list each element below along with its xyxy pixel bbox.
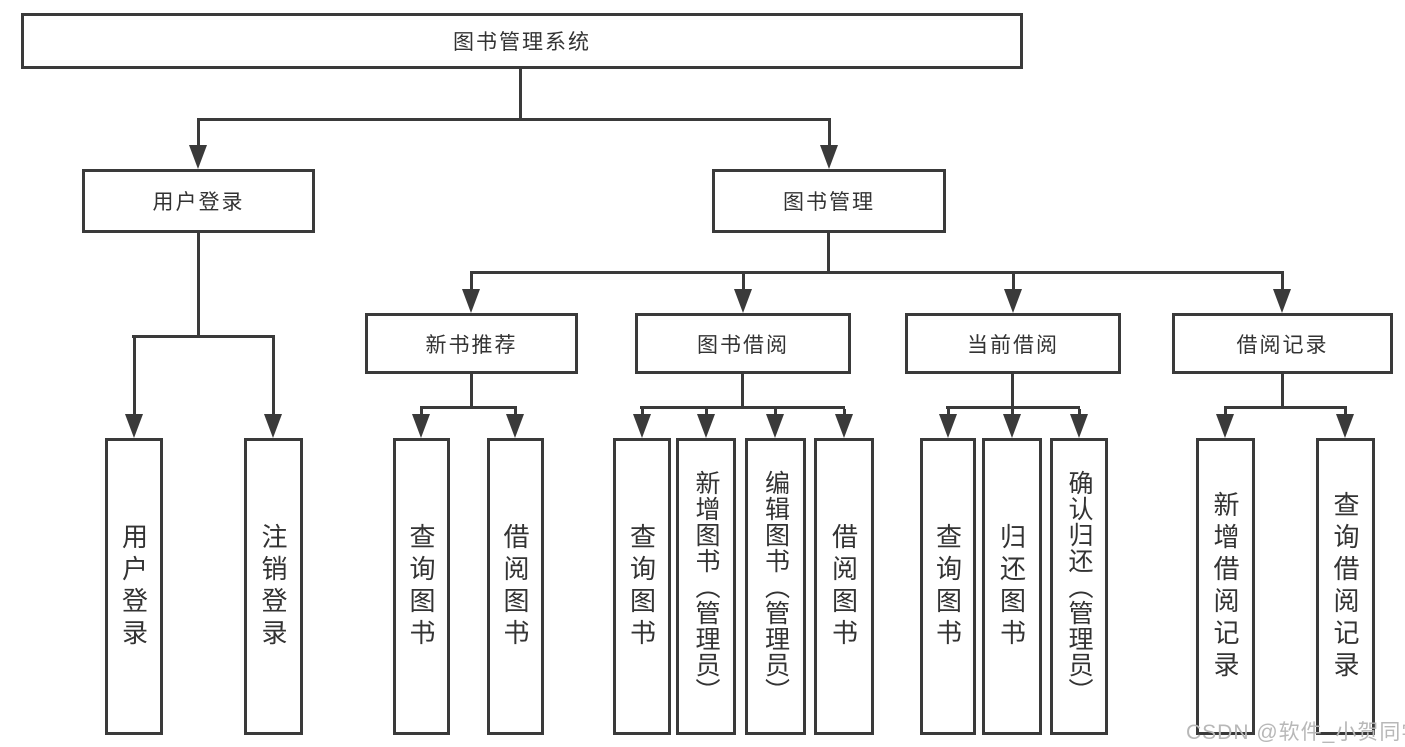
node-root: 图书管理系统 [21,13,1023,69]
node-borrowing-records: 借阅记录 [1172,313,1393,374]
connector-current-bar [946,406,1080,409]
connector-book-mgmt-bar [470,271,1284,274]
connector-new-books-stem [470,374,473,406]
leaf-user-login-label: 用户登录 [118,522,149,651]
connector-root-stem [519,69,522,121]
leaf-cb-return-books-label: 归还图书 [996,522,1027,651]
connector-book-mgmt-stem [827,233,830,271]
leaf-user-login: 用户登录 [105,438,163,735]
arrow-cb-return [1003,409,1021,438]
leaf-nb-query-books-label: 查询图书 [406,522,436,651]
node-new-books-label: 新书推荐 [425,333,518,357]
node-user-login: 用户登录 [82,169,315,233]
arrow-to-borrowing [734,274,752,313]
node-new-books: 新书推荐 [365,313,578,374]
leaf-bb-query-books: 查询图书 [613,438,671,735]
arrow-to-leaf-login [125,338,143,438]
leaf-bb-edit-books-admin-label: 编辑图书（管理员） [761,469,790,704]
leaf-bb-add-books-admin-label: 新增图书（管理员） [692,469,720,704]
arrow-bb-borrow [835,409,853,438]
leaf-br-query-record-label: 查询借阅记录 [1330,490,1360,683]
connector-user-login-stem [197,233,200,335]
node-root-label: 图书管理系统 [453,31,591,54]
csdn-watermark: CSDN @软件_小贺同学 [1186,721,1405,744]
arrow-cb-query [939,409,957,438]
arrow-to-new-books [462,274,480,313]
node-book-mgmt: 图书管理 [712,169,946,233]
leaf-cb-confirm-return-admin-label: 确认归还（管理员） [1065,469,1093,704]
arrow-bb-query [633,409,651,438]
arrow-to-current [1004,274,1022,313]
leaf-bb-borrow-books-label: 借阅图书 [828,522,859,651]
connector-user-login-bar [132,335,275,338]
connector-root-bar [197,118,831,121]
arrow-bb-edit [766,409,784,438]
node-book-borrowing: 图书借阅 [635,313,851,374]
leaf-logout-label: 注销登录 [258,522,288,651]
leaf-bb-borrow-books: 借阅图书 [814,438,874,735]
arrow-nb-query [412,409,430,438]
leaf-logout: 注销登录 [244,438,303,735]
connector-current-stem [1011,374,1014,406]
arrow-br-query [1336,409,1354,438]
leaf-nb-query-books: 查询图书 [393,438,450,735]
node-current-borrowing-label: 当前借阅 [967,333,1059,357]
leaf-bb-edit-books-admin: 编辑图书（管理员） [745,438,806,735]
leaf-bb-add-books-admin: 新增图书（管理员） [676,438,736,735]
node-book-mgmt-label: 图书管理 [783,191,875,214]
arrow-nb-borrow [506,409,524,438]
connector-records-bar [1224,406,1347,409]
node-borrowing-records-label: 借阅记录 [1236,333,1329,357]
arrow-to-records [1273,274,1291,313]
leaf-br-add-record: 新增借阅记录 [1196,438,1255,735]
arrow-to-user-login [189,121,207,169]
node-current-borrowing: 当前借阅 [905,313,1121,374]
leaf-br-add-record-label: 新增借阅记录 [1210,490,1240,683]
arrow-to-book-mgmt [820,121,838,169]
connector-borrowing-bar [640,406,845,409]
arrow-cb-confirm [1070,409,1088,438]
connector-borrowing-stem [741,374,744,406]
leaf-bb-query-books-label: 查询图书 [626,522,657,651]
arrow-br-add [1216,409,1234,438]
node-user-login-label: 用户登录 [152,191,245,214]
leaf-cb-query-books-label: 查询图书 [932,522,963,651]
node-book-borrowing-label: 图书借阅 [697,333,789,357]
connector-records-stem [1281,374,1284,406]
leaf-nb-borrow-books: 借阅图书 [487,438,544,735]
leaf-br-query-record: 查询借阅记录 [1316,438,1375,735]
leaf-nb-borrow-books-label: 借阅图书 [500,522,530,651]
connector-new-books-bar [420,406,517,409]
leaf-cb-query-books: 查询图书 [920,438,976,735]
leaf-cb-return-books: 归还图书 [982,438,1042,735]
arrow-to-leaf-logout [264,338,282,438]
leaf-cb-confirm-return-admin: 确认归还（管理员） [1050,438,1108,735]
arrow-bb-add [697,409,715,438]
